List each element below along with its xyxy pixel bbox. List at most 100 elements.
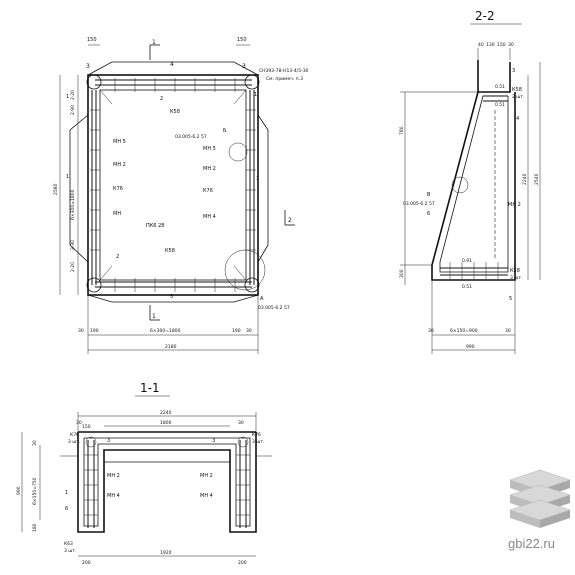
plan-bottom-dim-190l: 190 [90,328,99,334]
plan-corner-tr [244,74,260,90]
plan-num-1b: 1 [66,174,69,180]
sec22-top-dim-40: 40 [478,42,484,48]
watermark-text[interactable]: gbi22.ru [508,536,555,551]
sec11-left-dim-30: 30 [32,440,38,446]
sec22-inner [439,95,509,273]
sec22-label-5: 5 [509,296,512,302]
plan-label-a: А [260,296,264,302]
sec11-rebar-left [84,440,98,528]
sec22-right-dim-2240: 2240 [522,173,528,185]
sec11-label-1: 1 [65,490,68,496]
sec11-label-mn2-left: МН 2 [107,473,120,479]
sec22-label-k58-bottom: К58 [510,268,520,274]
plan-right-bevel [257,114,269,263]
plan-corner-tl [86,74,102,90]
section-2-2-title: 2-2 [475,9,495,23]
gbi22-logo-icon [509,469,571,528]
plan-label-mn2-right: МН 2 [203,166,216,172]
sec22-bottom-dim-6x150: 6×150=900 [450,328,478,334]
plan-left-dim-total: 2580 [53,183,59,195]
sec11-left-dim-6x150: 6×150=750 [32,477,38,505]
plan-left-dim-5: 2·20 [70,262,76,272]
plan-rebar-top [95,78,252,92]
sec11-label-mn4-right: МН 4 [200,493,213,499]
sec11-label-k76-right: К76 [252,432,261,438]
sec11-top-dim-150: 150 [82,424,91,430]
plan-corner-br [244,277,260,293]
sec22-top-cap [477,60,511,93]
sec22-label-2sht: 2 шт. [512,94,524,100]
plan-bottom-bevel [87,294,259,303]
sec22-bottom-dim-30r: 30 [505,328,511,334]
plan-section-1-bottom: 1 [152,313,156,320]
plan-num-5: 5 [170,294,173,300]
sec22-label-4: 4 [516,116,519,122]
plan-rebar-right [246,90,256,285]
sec11-outline [77,432,257,533]
plan-rebar-bottom [95,278,252,292]
sec11-label-3-right: 3 [212,438,215,444]
sec11-label-6: 6 [65,506,68,512]
plan-label-mn5-right: МН 5 [203,146,216,152]
plan-callout-3-left: 3 [86,63,90,70]
sec22-label-6: 6 [427,211,430,217]
plan-detail-a-circle [224,249,266,291]
sec11-label-3sht-left: 3 шт. [68,439,80,445]
plan-label-b: Б [223,128,227,134]
sec22-label-051-c: 0.51 [462,284,472,290]
plan-spec-note-1: СН393-78-Н13-4/5-30 [259,68,309,74]
plan-bottom-dim-6x300: 6×300=1800 [150,328,181,334]
plan-bottom-dim-190r: 190 [232,328,241,334]
plan-outer-frame [87,74,259,296]
plan-left-dim-3: 6×300=1800 [70,189,76,220]
sec11-bottom-dim-1920: 1920 [160,550,172,556]
plan-label-mn2-left: МН 2 [113,162,126,168]
sec11-bottom-dim-200r: 200 [238,560,247,566]
plan-view: 150 150 1 1 2 3 4 3 СН393-78-Н13-4/5-30 … [53,37,309,354]
sec22-body [431,91,516,281]
plan-num-2b: 2 [116,254,119,260]
plan-num-1c: 1 [254,92,257,98]
plan-bottom-dim-30r: 30 [246,328,252,334]
plan-callout-4: 4 [170,61,174,68]
sec11-label-mn2-right: МН 2 [200,473,213,479]
sec11-left-dim-180: 180 [32,523,38,532]
sec11-left-dim-990: 990 [16,486,22,495]
sec22-left-dim-300: 300 [399,269,405,278]
plan-corner-bl [86,277,102,293]
sec22-top-dim-30: 30 [508,42,514,48]
plan-label-k58-top: К58 [170,109,180,115]
section-1-1-title: 1-1 [140,381,160,395]
section-1-1: 1-1 [16,381,272,566]
plan-left-dim-1: 2·20 [70,90,76,100]
sec22-detail-circle [451,176,469,194]
sec22-label-k58-top: К58 [512,87,522,93]
sec11-bottom-dim-200l: 200 [82,560,91,566]
sec11-top-dim-2240: 2240 [160,410,172,416]
sec22-label-051-b: 0.51 [495,102,505,108]
plan-callout-3-right: 3 [242,63,246,70]
plan-label-mn-left: МН [113,211,121,217]
plan-left-bevel [69,114,89,263]
plan-label-k76-left: К76 [113,186,123,192]
plan-num-1d: 1 [256,176,259,182]
sec11-label-3-left: 3 [107,438,110,444]
sec22-label-3-top: 3 [512,68,515,74]
sec11-label-k63: К63 [64,541,73,547]
sec11-label-k76-left: К76 [70,432,79,438]
plan-label-k76-right: К76 [203,188,213,194]
plan-inner-frame [99,89,247,281]
sec22-label-ref: 03.005-6.2 57 [403,201,435,207]
sec11-rebar-right [236,440,250,528]
sec22-right-dim-2540: 2540 [534,173,540,185]
plan-section-1-top: 1 [152,39,156,46]
sec11-top-dim-30l: 30 [76,420,82,426]
sec22-label-3sht: 3 шт. [510,275,522,281]
sec11-top-dim-30r: 30 [238,420,244,426]
plan-top-bevel [87,61,259,76]
plan-spec-note-2: См. примеч. п.3 [266,76,303,82]
sec11-label-3sht-right: 3 шт. [252,439,264,445]
plan-label-k58-bottom: К58 [165,248,175,254]
plan-label-ref-top: 03.005-6.2 57 [175,134,207,140]
sec22-label-091: 0.91 [462,258,472,264]
